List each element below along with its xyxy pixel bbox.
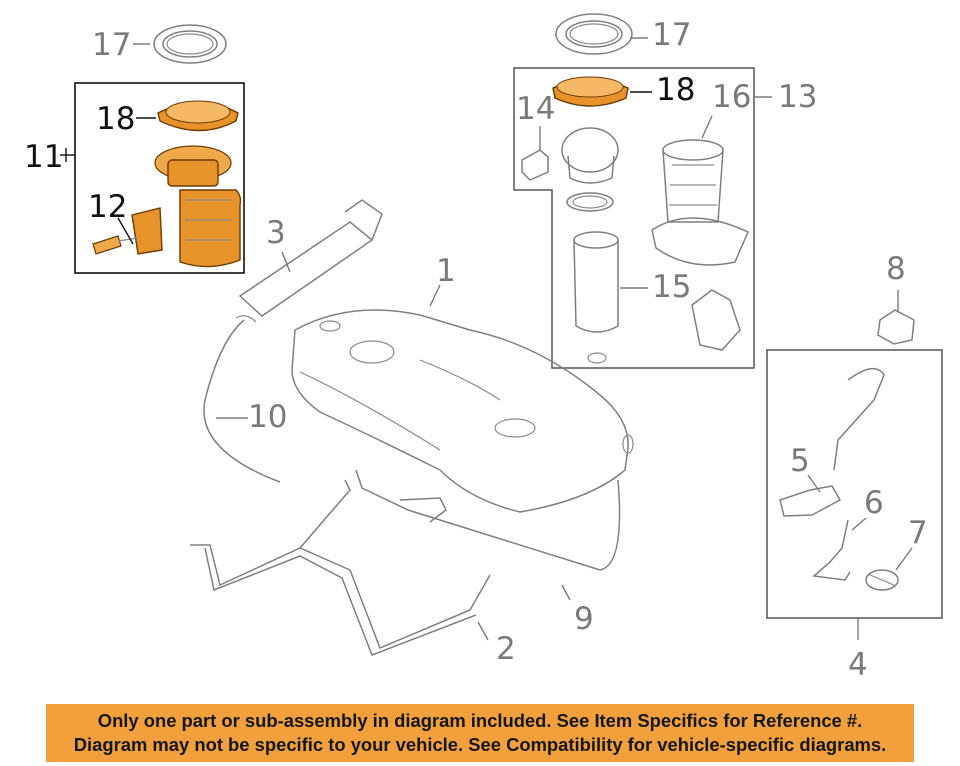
bracket-13	[691, 289, 741, 351]
notice-banner: Only one part or sub-assembly in diagram…	[46, 704, 914, 762]
callout-18-left: 18	[96, 101, 136, 137]
callout-11: 11	[24, 139, 64, 175]
tank-strap-2	[190, 479, 491, 656]
filter-housing-16	[651, 139, 749, 266]
callout-1: 1	[436, 253, 456, 289]
callout-12: 12	[88, 189, 128, 225]
callout-4: 4	[848, 647, 868, 683]
callout-6: 6	[864, 485, 884, 521]
callout-15: 15	[652, 269, 692, 305]
fuel-tank-1	[291, 309, 634, 513]
filler-pipe-box	[766, 349, 943, 619]
fuel-pump-module	[92, 145, 242, 268]
connector-14	[521, 149, 549, 181]
callout-9: 9	[574, 601, 594, 637]
callout-17-left: 17	[92, 27, 132, 63]
filler-pipe-5	[779, 367, 885, 517]
callout-7: 7	[908, 515, 928, 551]
filter-cap	[561, 127, 619, 212]
callout-5: 5	[790, 443, 810, 479]
callout-16: 16	[712, 79, 752, 115]
callout-8: 8	[886, 251, 906, 287]
notice-line-2: Diagram may not be specific to your vehi…	[73, 734, 887, 755]
filter-element-15	[573, 231, 619, 364]
callout-13: 13	[778, 79, 818, 115]
fuel-cap-8	[877, 309, 915, 345]
fuel-system-diagram	[60, 13, 943, 656]
callout-17-right: 17	[652, 17, 692, 53]
fuel-line-9	[355, 469, 621, 571]
callout-14: 14	[516, 91, 556, 127]
leader-lines	[60, 37, 913, 641]
callout-10: 10	[248, 399, 288, 435]
seal-18-left	[157, 100, 239, 132]
filter-housing-box	[513, 67, 755, 369]
callout-2: 2	[496, 631, 516, 667]
sensor-wire-6	[812, 519, 851, 581]
callout-3: 3	[266, 215, 286, 251]
clamp-7	[865, 569, 899, 591]
hose-10	[203, 315, 281, 483]
seal-ring-17-left	[153, 24, 227, 64]
seal-18-right	[552, 76, 629, 107]
notice-line-1: Only one part or sub-assembly in diagram…	[97, 710, 863, 731]
fuel-pump-assembly-box	[74, 82, 245, 274]
seal-ring-17-right	[555, 13, 633, 55]
filler-neck-3	[238, 199, 383, 317]
callout-18-right: 18	[656, 72, 696, 108]
